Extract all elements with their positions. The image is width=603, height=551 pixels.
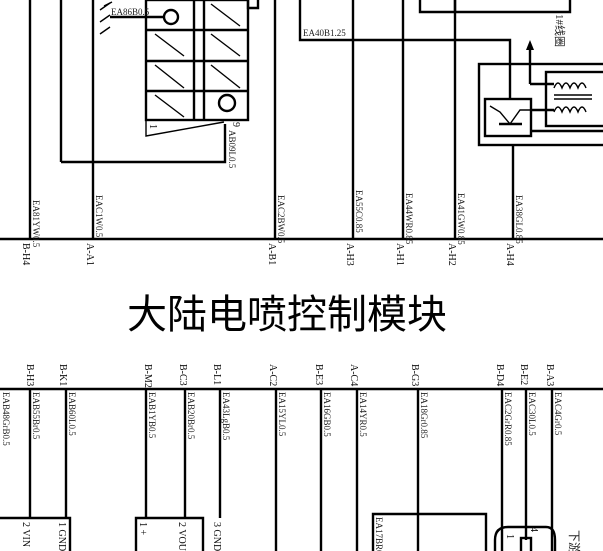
wire-label: EA81YW0.5 bbox=[31, 200, 41, 248]
pin-label: A-C2 bbox=[267, 364, 278, 386]
wire-label: EAC30L0.5 bbox=[527, 392, 537, 436]
pin-label: B-E3 bbox=[313, 364, 324, 385]
pin-label: B-G3 bbox=[409, 364, 420, 386]
wire-label: EAB48GrB0.5 bbox=[1, 392, 11, 446]
pin-label: A-B1 bbox=[266, 243, 277, 265]
wire-label: EAC4Gr0.5 bbox=[553, 392, 563, 436]
arrow-icon bbox=[526, 40, 534, 50]
wire bbox=[61, 124, 227, 164]
coil-feed-wire bbox=[298, 0, 512, 100]
pin-label: A-H4 bbox=[504, 243, 515, 266]
relay-wire-label: EA86B0.5 bbox=[111, 7, 150, 17]
wire-label: EA55C0.85 bbox=[354, 190, 364, 233]
wire-label: EA18Gr0.85 bbox=[419, 392, 429, 439]
wire-label: EAC1W0.5 bbox=[94, 195, 104, 238]
transistor-icon bbox=[483, 97, 533, 138]
pin-label: B-H3 bbox=[24, 364, 35, 386]
pin-label: B-K1 bbox=[57, 364, 68, 386]
wire-label: EAB20Br0.5 bbox=[186, 392, 196, 440]
upper-module bbox=[418, 0, 572, 14]
top-wire-labels: EA81YW0.5 EAC1W0.5 EAC2BW0.5 EA55C0.85 E… bbox=[31, 190, 524, 248]
bottom-wires bbox=[28, 389, 554, 551]
module-title: 大陆电喷控制模块 bbox=[127, 292, 447, 338]
coil-feed-wire-label: EA40B1.25 bbox=[303, 28, 346, 38]
wire-label: EA16GB0.5 bbox=[322, 392, 332, 437]
coil-label: 1#线圈 bbox=[553, 14, 567, 47]
pin-label: B-H4 bbox=[20, 243, 31, 265]
pin-label: B-D4 bbox=[494, 364, 505, 386]
pin-label: B-M2 bbox=[142, 364, 153, 388]
component-box-wire-label: EA17BR0.5 bbox=[374, 517, 384, 551]
relay-block bbox=[99, 0, 260, 137]
wire-label: EA41GW0.85 bbox=[456, 193, 466, 245]
pin-label: B-A3 bbox=[544, 364, 555, 386]
sensor-4-pin-4: 4 bbox=[528, 527, 539, 532]
sensor-2-pin-3: 3 GND bbox=[211, 522, 222, 551]
wire-label: EA44WR0.85 bbox=[404, 193, 414, 245]
wire-label: EAC2GrR0.85 bbox=[503, 392, 513, 446]
relay-pin-9: 9 bbox=[230, 122, 241, 127]
wire-label: EAC2BW0.5 bbox=[276, 195, 286, 244]
pin-label: A-H3 bbox=[344, 243, 355, 266]
relay-terminal bbox=[217, 93, 237, 113]
wire-label: EA43LgB0.5 bbox=[221, 392, 231, 441]
wire-label: EA14YR0.5 bbox=[358, 392, 368, 437]
sensor-2-connector bbox=[134, 516, 205, 551]
bottom-pin-labels: B-H3 B-K1 B-M2 B-C3 B-L1 A-C2 B-E3 A-C4 … bbox=[24, 364, 555, 388]
bottom-wire-labels: EAB48GrB0.5 EAB55Br0.5 EAB60L0.5 EAB1YB0… bbox=[1, 392, 563, 446]
sensor-4-element bbox=[519, 536, 533, 551]
downstream-label: 下游 bbox=[567, 530, 581, 551]
sensor-1-connector bbox=[0, 516, 72, 551]
wire-label: EAB1YB0.5 bbox=[147, 392, 157, 439]
pin-label: A-A1 bbox=[84, 243, 95, 266]
sensor-2-pin-2: 2 VOUT bbox=[176, 522, 187, 551]
relay-out-wire-label: AB09L0.5 bbox=[227, 130, 237, 169]
wire-label: EAB60L0.5 bbox=[67, 392, 77, 436]
wire-label: EA38GL0.85 bbox=[514, 195, 524, 244]
pin-label: A-H2 bbox=[446, 243, 457, 266]
pin-label: A-H1 bbox=[394, 243, 405, 266]
wire-label: EAB55Br0.5 bbox=[31, 392, 41, 440]
sensor-4-connector bbox=[493, 525, 557, 551]
pin-label: A-C4 bbox=[348, 364, 359, 386]
sensor-2-pin-1: 1 + bbox=[137, 522, 148, 536]
sensor-1-pin-1: 1 GND bbox=[56, 522, 67, 551]
relay-terminal bbox=[162, 8, 180, 26]
component-box bbox=[371, 512, 488, 551]
pin-label: B-E2 bbox=[518, 364, 529, 385]
top-pin-labels: B-H4 A-A1 A-B1 A-H3 A-H1 A-H2 A-H4 bbox=[20, 243, 515, 266]
wire-label: EA15YL0.5 bbox=[277, 392, 287, 437]
pin-label: B-L1 bbox=[211, 364, 222, 385]
ignition-coil bbox=[477, 40, 603, 147]
relay-pin-1: 1 bbox=[147, 124, 158, 129]
sensor-4-pin-1: 1 bbox=[504, 534, 515, 539]
pin-label: B-C3 bbox=[177, 364, 188, 386]
sensor-1-pin-2: 2 VIN bbox=[20, 522, 31, 547]
